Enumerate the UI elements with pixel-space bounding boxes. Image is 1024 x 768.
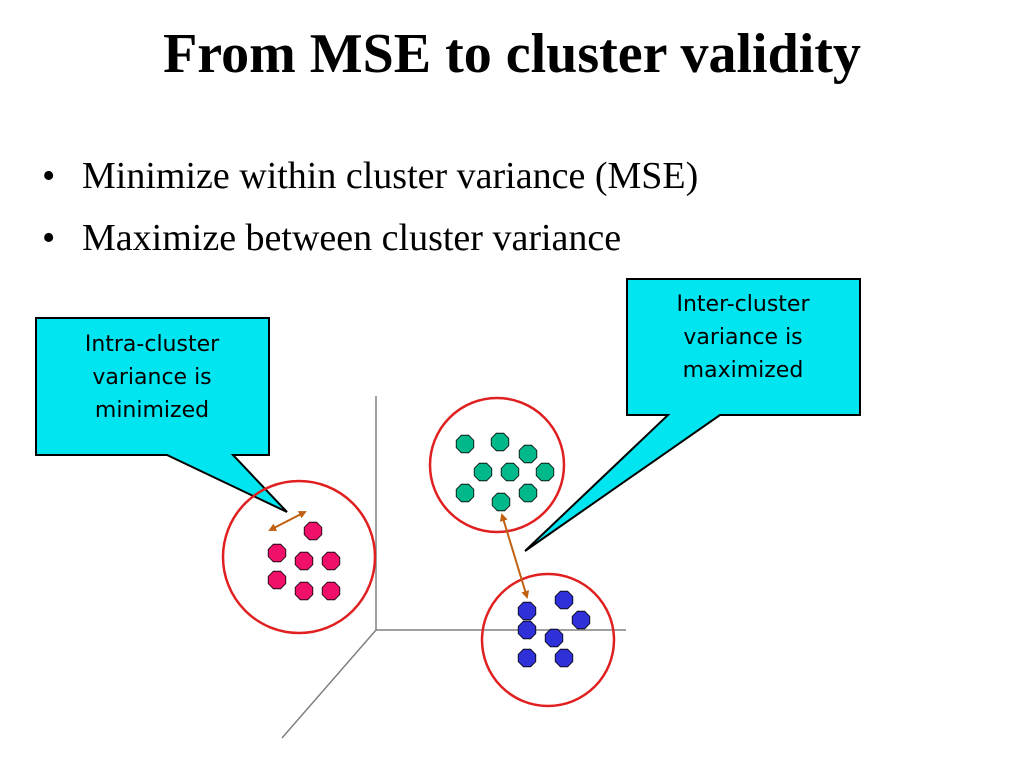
data-point bbox=[303, 521, 323, 541]
callout-intra-line-3: minimized bbox=[95, 398, 209, 423]
data-point bbox=[571, 610, 591, 630]
intra-distance-arrow bbox=[268, 511, 307, 531]
data-point bbox=[518, 444, 538, 464]
data-point bbox=[517, 601, 537, 621]
callout-inter-line-3: maximized bbox=[683, 358, 804, 383]
data-point bbox=[517, 620, 537, 640]
callout-inter-shape bbox=[524, 278, 861, 552]
data-point bbox=[455, 483, 475, 503]
cluster-circle-blue bbox=[480, 572, 616, 708]
data-point bbox=[491, 492, 511, 512]
bullet-text: Minimize within cluster variance (MSE) bbox=[82, 155, 699, 197]
callout-inter-line-2: variance is bbox=[683, 325, 802, 350]
data-point bbox=[544, 628, 564, 648]
bullet-text: Maximize between cluster variance bbox=[82, 217, 622, 259]
bullet-list: • Minimize within cluster variance (MSE)… bbox=[42, 145, 698, 269]
cluster-circle-green bbox=[428, 396, 566, 534]
slide-title: From MSE to cluster validity bbox=[163, 23, 861, 85]
data-point bbox=[321, 551, 341, 571]
callout-inter-line-1: Inter-cluster bbox=[677, 292, 811, 317]
data-point bbox=[321, 581, 341, 601]
bullet-marker: • bbox=[42, 155, 56, 197]
callout-inter: Inter-cluster variance is maximized bbox=[524, 278, 861, 552]
bullet-marker: • bbox=[42, 217, 56, 259]
data-point bbox=[455, 434, 475, 454]
cluster-points-green bbox=[455, 432, 555, 512]
bullet-item: • Maximize between cluster variance bbox=[42, 207, 698, 269]
callout-intra: Intra-cluster variance is minimized bbox=[35, 317, 288, 513]
data-point bbox=[490, 432, 510, 452]
data-point bbox=[500, 462, 520, 482]
callout-intra-line-1: Intra-cluster bbox=[85, 332, 220, 357]
data-point bbox=[517, 648, 537, 668]
cluster-points-pink bbox=[267, 521, 341, 601]
data-point bbox=[267, 543, 287, 563]
callout-intra-line-2: variance is bbox=[92, 365, 211, 390]
data-point bbox=[554, 590, 574, 610]
data-point bbox=[267, 570, 287, 590]
data-point bbox=[535, 462, 555, 482]
data-point bbox=[294, 551, 314, 571]
bullet-item: • Minimize within cluster variance (MSE) bbox=[42, 145, 698, 207]
data-point bbox=[518, 483, 538, 503]
axes bbox=[281, 396, 626, 739]
data-point bbox=[294, 581, 314, 601]
data-point bbox=[554, 648, 574, 668]
callout-intra-shape bbox=[35, 317, 288, 513]
axis-depth bbox=[281, 629, 377, 739]
data-point bbox=[473, 462, 493, 482]
cluster-points-blue bbox=[517, 590, 591, 668]
inter-distance-arrow bbox=[499, 513, 530, 599]
cluster-circle-pink bbox=[221, 479, 377, 635]
